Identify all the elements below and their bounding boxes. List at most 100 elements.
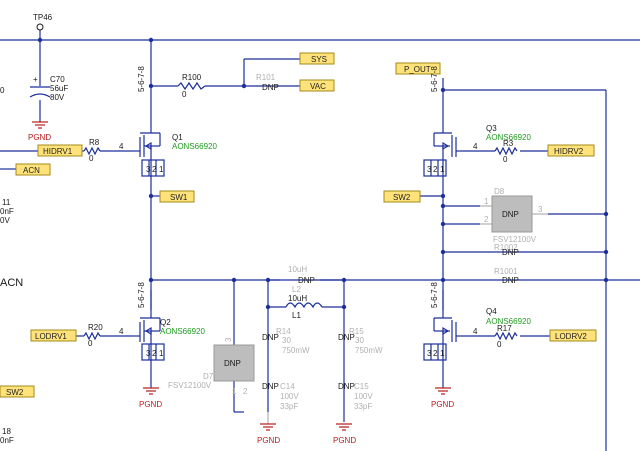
svg-text:SW1: SW1: [170, 193, 188, 202]
svg-text:HIDRV1: HIDRV1: [43, 147, 73, 156]
svg-text:P_OUT: P_OUT: [404, 65, 431, 74]
junctions: [37, 37, 609, 310]
svg-text:3: 3: [146, 165, 151, 174]
q3-part: AONS66920: [486, 133, 531, 142]
resistor-r8: R8 0: [83, 138, 101, 163]
svg-text:DNP: DNP: [338, 382, 355, 391]
svg-text:11: 11: [2, 198, 11, 207]
pgnd-label: PGND: [28, 133, 51, 142]
svg-text:2: 2: [433, 165, 438, 174]
svg-text:33pF: 33pF: [280, 402, 298, 411]
svg-text:R3: R3: [503, 139, 514, 148]
testpoint-tp46: TP46: [33, 13, 53, 31]
svg-text:ACN: ACN: [0, 277, 23, 289]
q1-gate-pin: 4: [119, 142, 124, 151]
q1-part: AONS66920: [172, 142, 217, 151]
svg-text:LODRV2: LODRV2: [555, 332, 587, 341]
svg-text:DNP: DNP: [502, 276, 519, 285]
ground-symbol-c70: PGND: [28, 121, 51, 142]
svg-text:DNP: DNP: [262, 333, 279, 342]
r101-ref: R101: [256, 73, 276, 82]
svg-text:R1002: R1002: [494, 243, 518, 252]
svg-text:C14: C14: [280, 382, 295, 391]
svg-text:4: 4: [119, 327, 124, 336]
svg-text:10uH: 10uH: [288, 294, 307, 303]
svg-text:LODRV1: LODRV1: [35, 332, 67, 341]
resistor-r101: R101 DNP: [256, 73, 279, 92]
svg-text:1: 1: [484, 197, 489, 206]
tp46-label: TP46: [33, 13, 53, 22]
capacitor-c14: DNP C14 100V 33pF: [262, 382, 299, 411]
svg-text:R15: R15: [349, 327, 364, 336]
diode-d7: DNP D7 FSV12100V 3 1 2: [168, 337, 255, 396]
svg-text:3: 3: [224, 337, 233, 342]
svg-text:3: 3: [146, 349, 151, 358]
svg-text:FSV12100V: FSV12100V: [168, 381, 212, 390]
ground-symbol-c14: PGND: [257, 412, 280, 445]
resistor-r17: R17 0: [494, 324, 518, 349]
c70-value: 56uF: [50, 84, 68, 93]
ground-symbol-q4: PGND: [431, 387, 454, 409]
svg-text:5-6-7-8: 5-6-7-8: [430, 282, 439, 308]
q3-ref: Q3: [486, 124, 497, 133]
svg-text:0: 0: [503, 155, 508, 164]
svg-text:D7: D7: [203, 372, 214, 381]
ground-symbol-c15: PGND: [333, 423, 356, 445]
svg-text:L2: L2: [292, 285, 301, 294]
svg-text:DNP: DNP: [298, 276, 315, 285]
svg-text:0nF: 0nF: [0, 207, 14, 216]
svg-text:PGND: PGND: [139, 400, 162, 409]
q1-drain-pins: 5-6-7-8: [137, 66, 146, 92]
svg-text:R17: R17: [497, 324, 512, 333]
net-label-sys: SYS: [299, 52, 335, 65]
mosfet-q1: 5-6-7-8 4 3 2 1 Q1 AONS66920: [119, 66, 217, 177]
svg-text:DNP: DNP: [502, 210, 519, 219]
svg-text:PGND: PGND: [333, 436, 356, 445]
svg-text:33pF: 33pF: [354, 402, 372, 411]
svg-text:C15: C15: [354, 382, 369, 391]
resistor-r14: R14 DNP 30 750mW: [262, 327, 310, 355]
svg-text:1: 1: [159, 165, 164, 174]
resistor-r1002: R1002 DNP: [494, 243, 519, 257]
svg-text:2: 2: [433, 349, 438, 358]
c70-voltage: 80V: [50, 93, 65, 102]
q2-part: AONS66920: [160, 327, 205, 336]
q4-part: AONS66920: [486, 317, 531, 326]
svg-text:2: 2: [152, 165, 157, 174]
r100-value: 0: [182, 90, 187, 99]
q4-ref: Q4: [486, 307, 497, 316]
inductor-l1: 10uH L1: [285, 294, 323, 320]
svg-text:R20: R20: [88, 323, 103, 332]
capacitor-c70: + C70 56uF 80V: [29, 75, 68, 102]
mosfet-q3: 5-6-7-8 4 3 2 1 Q3 AONS66920: [423, 66, 531, 177]
svg-text:3: 3: [538, 205, 543, 214]
svg-text:0: 0: [497, 340, 502, 349]
svg-text:R8: R8: [89, 138, 100, 147]
svg-text:PGND: PGND: [257, 436, 280, 445]
svg-text:ACN: ACN: [23, 166, 40, 175]
resistor-r100: R100 0: [177, 73, 206, 99]
net-label-hidrv1: HIDRV1: [37, 144, 83, 157]
svg-text:0nF: 0nF: [0, 436, 14, 445]
svg-text:0V: 0V: [0, 216, 10, 225]
svg-text:FSV12100V: FSV12100V: [493, 235, 537, 244]
svg-text:10uH: 10uH: [288, 265, 307, 274]
svg-text:D8: D8: [494, 187, 505, 196]
svg-text:3: 3: [427, 165, 432, 174]
svg-text:DNP: DNP: [262, 382, 279, 391]
net-label-vac: VAC: [299, 79, 335, 92]
d7-dnp: DNP: [224, 359, 241, 368]
net-label-lodrv2: LODRV2: [549, 329, 597, 342]
svg-text:R1001: R1001: [494, 267, 518, 276]
mosfet-q4: 5-6-7-8 4 3 2 1 Q4 AONS66920: [423, 282, 531, 375]
svg-text:100V: 100V: [354, 392, 373, 401]
svg-text:750mW: 750mW: [355, 346, 383, 355]
svg-text:1: 1: [232, 387, 237, 396]
c70-ref: C70: [50, 75, 65, 84]
svg-text:VAC: VAC: [310, 82, 326, 91]
svg-text:1: 1: [440, 349, 445, 358]
svg-text:L1: L1: [292, 311, 301, 320]
net-label-lodrv1: LODRV1: [30, 329, 77, 342]
svg-text:100V: 100V: [280, 392, 299, 401]
